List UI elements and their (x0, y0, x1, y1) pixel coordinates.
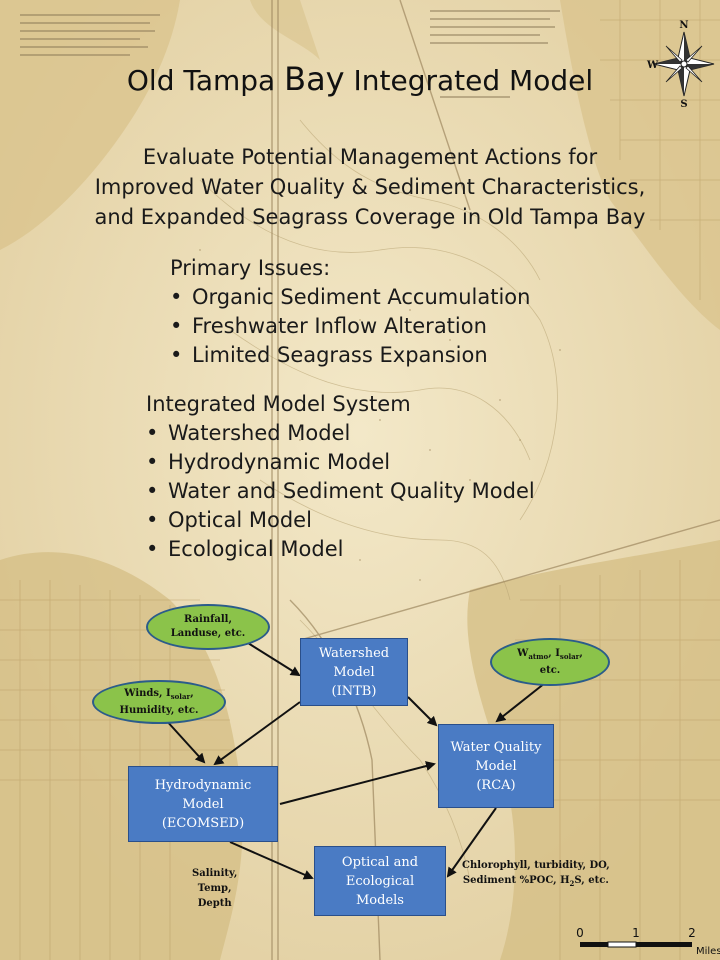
title-prefix: Old Tampa (126, 64, 285, 97)
input-subscript: solar (559, 651, 580, 661)
bullet-icon: • (146, 508, 159, 532)
bullet-icon: • (146, 450, 159, 474)
primary-issues-heading: Primary Issues: (170, 256, 331, 280)
input-subscript: atmo (528, 651, 549, 661)
model-line: (ECOMSED) (161, 815, 245, 831)
input-text: W (517, 647, 529, 659)
input-text: , I (548, 647, 560, 659)
title-suffix: Integrated Model (344, 64, 594, 97)
primary-issues-list: • Organic Sediment Accumulation • Freshwat… (170, 283, 530, 370)
list-item-label: Optical Model (168, 508, 312, 532)
output-text: Sediment %POC, H (462, 875, 570, 886)
integrated-model-system: Integrated Model System • Watershed Model… (146, 390, 535, 564)
list-item-label: Hydrodynamic Model (168, 450, 391, 474)
output-line: Salinity, (192, 868, 238, 879)
subtitle-line: and Expanded Seagrass Coverage in Old Ta… (94, 205, 646, 229)
output-line: Temp, (197, 883, 232, 894)
input-line: etc. (539, 664, 561, 676)
input-line: Watmo, Isolar, (517, 647, 583, 664)
subtitle-line: Improved Water Quality & Sediment Charac… (94, 175, 646, 199)
model-line: Models (356, 892, 404, 908)
title-emphasis: Bay (284, 60, 345, 98)
model-line: (INTB) (331, 683, 377, 699)
hydrodynamic-model-box: Hydrodynamic Model (ECOMSED) (128, 766, 278, 842)
primary-issues: Primary Issues: • Organic Sediment Accumu… (170, 254, 530, 370)
model-line: Ecological (345, 873, 415, 889)
compass-south: S (680, 99, 687, 108)
list-item-label: Watershed Model (168, 421, 351, 445)
list-item: • Water and Sediment Quality Model (146, 477, 535, 506)
list-item-label: Limited Seagrass Expansion (192, 343, 488, 367)
model-line: (RCA) (476, 777, 516, 793)
compass-rose-icon: N S W (646, 20, 715, 108)
subtitle-line: Evaluate Potential Management Actions fo… (142, 145, 598, 169)
input-line: Landuse, etc. (170, 628, 246, 639)
bullet-icon: • (146, 479, 159, 503)
model-line: Watershed (318, 645, 390, 661)
output-line: Depth (197, 898, 232, 909)
model-system-heading: Integrated Model System (146, 392, 411, 416)
output-line: Chlorophyll, turbidity, DO, (462, 860, 610, 871)
input-subscript: solar (170, 691, 191, 701)
compass-north: N (679, 20, 688, 31)
scale-tick-label: 0 (576, 926, 584, 940)
list-item: • Optical Model (146, 506, 535, 535)
list-item: • Freshwater Inflow Alteration (170, 312, 530, 341)
list-item-label: Organic Sediment Accumulation (192, 285, 531, 309)
hydro-output-note: Salinity, Temp, Depth (192, 866, 237, 911)
watershed-model-box: Watershed Model (INTB) (300, 638, 408, 706)
list-item: • Limited Seagrass Expansion (170, 341, 530, 370)
list-item-label: Water and Sediment Quality Model (168, 479, 535, 503)
model-line: Optical and (341, 854, 419, 870)
output-text: S, etc. (574, 875, 609, 886)
input-atmo-solar: Watmo, Isolar, etc. (490, 638, 610, 686)
list-item-label: Ecological Model (168, 537, 344, 561)
compass-west: W (646, 60, 659, 71)
bullet-icon: • (170, 314, 183, 338)
scale-tick-label: 2 (688, 926, 696, 940)
output-subscript: 2 (569, 879, 575, 888)
list-item: • Organic Sediment Accumulation (170, 283, 530, 312)
input-text: Winds, I (124, 687, 171, 699)
scale-unit: Miles (696, 946, 720, 957)
model-line: Model (333, 664, 375, 680)
subtitle: Evaluate Potential Management Actions fo… (40, 142, 700, 232)
input-line: Humidity, etc. (119, 704, 199, 716)
input-text: , (190, 687, 194, 699)
list-item: • Ecological Model (146, 535, 535, 564)
wq-output-note: Chlorophyll, turbidity, DO, Sediment %PO… (462, 858, 610, 891)
input-winds-solar-humidity: Winds, Isolar, Humidity, etc. (92, 680, 226, 724)
bullet-icon: • (170, 343, 183, 367)
output-line: Sediment %POC, H2S, etc. (462, 873, 610, 891)
model-line: Water Quality (450, 739, 542, 755)
input-text: , (579, 647, 583, 659)
scale-bar: 0 1 2 Miles (576, 926, 720, 957)
water-quality-model-box: Water Quality Model (RCA) (438, 724, 554, 808)
model-line: Model (475, 758, 517, 774)
model-line: Hydrodynamic (154, 777, 252, 793)
input-line: Rainfall, (184, 614, 232, 625)
list-item: • Watershed Model (146, 419, 535, 448)
input-line: Winds, Isolar, (120, 687, 199, 704)
optical-ecological-model-box: Optical and Ecological Models (314, 846, 446, 916)
list-item-label: Freshwater Inflow Alteration (192, 314, 487, 338)
bullet-icon: • (146, 421, 159, 445)
input-rainfall-landuse: Rainfall, Landuse, etc. (146, 604, 270, 650)
list-item: • Hydrodynamic Model (146, 448, 535, 477)
model-line: Model (182, 796, 224, 812)
page-title: Old Tampa Bay Integrated Model (0, 60, 720, 98)
bullet-icon: • (170, 285, 183, 309)
model-system-list: • Watershed Model • Hydrodynamic Model • Wa… (146, 419, 535, 564)
bullet-icon: • (146, 537, 159, 561)
scale-tick-label: 1 (632, 926, 640, 940)
